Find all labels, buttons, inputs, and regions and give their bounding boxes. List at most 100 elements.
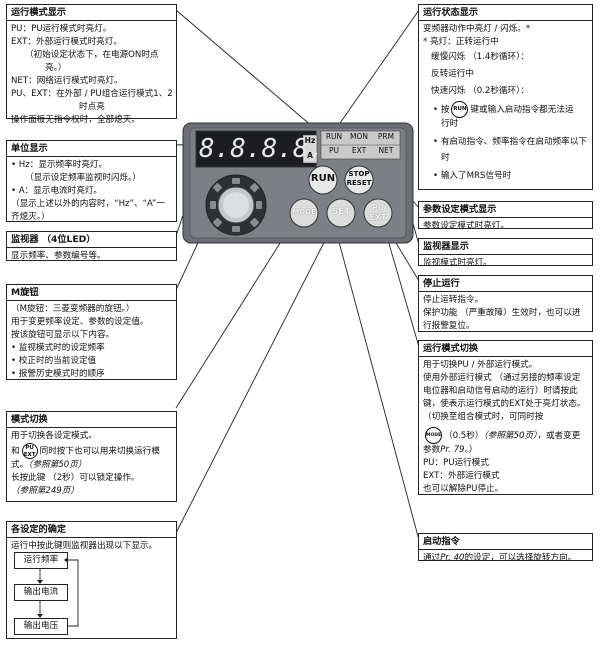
text-line: （0.5秒） (444, 431, 484, 441)
ext-label: EXT (369, 213, 387, 222)
param-reference: Pr. 79 (440, 445, 465, 455)
stop-label: STOP (348, 170, 370, 178)
text-line: 运行中按此键则监视器出现以下显示。 (11, 541, 158, 551)
text-line: （显示上述以外的内容时，“Hz”、“A”一 (11, 199, 165, 209)
text-line: 使用外部运行模式 （通过另接的频率设定 (423, 373, 581, 383)
run-button[interactable]: RUN (310, 173, 336, 184)
text-line: 时点亮 (79, 102, 105, 112)
text-line: 缓慢闪烁 （1.4秒循环）： (431, 52, 530, 62)
start-cmd-box: 启动指令 通过Pr. 40的设定，可以选择旋转方向。 (418, 533, 593, 563)
text-line: • 校正时的当前设定值 (11, 356, 97, 366)
text-line: PU：PU运行模式时亮灯。 (11, 24, 112, 34)
monitor-display-title: 监视器显示 (419, 239, 592, 255)
text-line: 用于切换PU / 外部运行模式。 (423, 360, 538, 370)
text-line: 式。 (11, 460, 29, 470)
text-line: 显示频率、参数编号等。 (11, 251, 106, 261)
op-mode-switch-title: 运行模式切换 (419, 341, 592, 357)
text-line: 按 (440, 105, 450, 115)
text-line: * 亮灯：正转运行中 (423, 37, 499, 47)
indicator-ext: EXT (351, 146, 367, 155)
text-line: 用于变更频率设定、参数的设定值。 (11, 317, 149, 327)
text-line: 反转运行中 (431, 69, 474, 79)
text-line: 也可以解除PU停止。 (423, 484, 504, 494)
text-line: 的设定，可以选择旋转方向。 (464, 553, 577, 563)
text-line: NET：网络运行模式时亮灯。 (11, 76, 123, 86)
text-line: 按该旋钮可显示以下内容。 (11, 330, 115, 340)
text-line: 和 (11, 446, 20, 457)
text-line: 有启动指令、频率指令在启动频率以下 (440, 137, 587, 147)
indicator-run: RUN (325, 132, 343, 141)
run-status-box: 运行状态显示 变频器动作中亮灯 / 闪烁。* * 亮灯：正转运行中 缓慢闪烁 （… (418, 4, 593, 190)
text-line: 输入了MRS信号时 (440, 171, 512, 181)
indicator-pu: PU (328, 146, 339, 155)
text-line: • Hz：显示频率时亮灯。 (11, 160, 108, 170)
text-line: 同时按下也可以用来切换运行模 (39, 446, 160, 457)
text-line: PU、EXT：在外部 / PU组合运行模式1、2 (11, 89, 173, 99)
page-reference: （参照第50页） (483, 431, 538, 441)
text-line: （切换至组合模式时，可同时按 (423, 412, 544, 422)
param-reference: Pr. 40 (440, 553, 465, 563)
stop-title: 停止运行 (419, 276, 592, 292)
unit-display-box: 单位显示 • Hz：显示频率时亮灯。 （显示设定频率监视时闪烁。） • A：显示… (6, 140, 177, 222)
monitor-title: 监视器 （4位LED） (7, 232, 176, 248)
indicator-net: NET (378, 146, 394, 155)
page-reference: （参照第249页） (11, 486, 79, 496)
led-display: 8.8.8.8. (199, 134, 325, 164)
confirm-title: 各设定的确定 (7, 522, 176, 538)
run-mode-display-title: 运行模式显示 (7, 5, 176, 21)
monitor-display-box: 监视器显示 监视模式时亮灯。 (418, 238, 593, 268)
text-line: 用于切换各设定模式。 (11, 431, 97, 441)
pu-label: PU (371, 203, 385, 212)
text-line: 停止运转指令。 (423, 295, 484, 305)
text-line: • 监视模式时的设定频率 (11, 343, 105, 353)
text-line: （M旋钮：三菱变频器的旋钮。） (11, 304, 135, 314)
text-line: 行报警复位。 (423, 321, 475, 331)
set-button[interactable]: SET (331, 207, 351, 217)
text-line: ，或者变更 (537, 431, 581, 441)
unit-display-title: 单位显示 (7, 141, 176, 157)
op-mode-switch-box: 运行模式切换 用于切换PU / 外部运行模式。 使用外部运行模式 （通过另接的频… (418, 340, 593, 495)
reset-label: RESET (346, 179, 372, 187)
run-key-icon: RUN (451, 101, 469, 118)
indicator-prm: PRM (377, 132, 395, 141)
text-line: （初始设定状态下，在电源ON时点 (25, 50, 159, 60)
text-line: 亮。） (45, 63, 67, 73)
m-dial-box: M旋钮 （M旋钮：三菱变频器的旋钮。） 用于变更频率设定、参数的设定值。 按该旋… (6, 284, 177, 380)
text-line: （显示设定频率监视时闪烁。） (25, 173, 142, 183)
text-line: 电位器和启动信号启动的运行）时请按此 (423, 386, 578, 396)
text-line: 参数设定模式时亮灯。 (423, 221, 509, 231)
mode-button[interactable]: MODE (292, 208, 316, 216)
unit-a: A (307, 151, 313, 160)
text-line: 保护功能 （严重故障）生效时，也可以进 (423, 308, 581, 318)
text-line: 。） (464, 445, 478, 455)
text-line: 快速闪烁 （0.2秒循环）： (431, 86, 530, 96)
monitor-box: 监视器 （4位LED） 显示频率、参数编号等。 (6, 231, 177, 261)
run-mode-display-box: 运行模式显示 PU：PU运行模式时亮灯。 EXT：外部运行模式时亮灯。 （初始设… (6, 4, 177, 125)
text-line: 通过 (423, 553, 441, 563)
text-line: • A：显示电流时亮灯。 (11, 186, 103, 196)
flow-output-voltage: 输出电压 (14, 618, 68, 635)
confirm-box: 各设定的确定 运行中按此键则监视器出现以下显示。 (6, 521, 177, 639)
m-dial-title: M旋钮 (7, 285, 176, 301)
run-status-title: 运行状态显示 (419, 5, 592, 21)
param-mode-title: 参数设定模式显示 (419, 202, 592, 218)
text-line: 监视模式时亮灯。 (423, 258, 492, 268)
flow-output-current: 输出电流 (14, 584, 68, 601)
text-line: 时 (441, 153, 450, 163)
mode-switch-title: 模式切换 (7, 412, 176, 428)
param-mode-box: 参数设定模式显示 参数设定模式时亮灯。 (418, 201, 593, 231)
text-line: 齐熄灭。） (11, 212, 50, 222)
text-line: 参数 (423, 445, 441, 455)
indicator-mon: MON (350, 132, 368, 141)
stop-box: 停止运行 停止运转指令。 保护功能 （严重故障）生效时，也可以进 行报警复位。 (418, 275, 593, 332)
text-line: PU：PU运行模式 (423, 458, 489, 468)
page-reference: （参照第50页） (28, 460, 87, 470)
text-line: • 报警历史模式时的顺序 (11, 369, 105, 379)
text-line: EXT：外部运行模式时亮灯。 (11, 37, 122, 47)
unit-hz: Hz (304, 136, 316, 145)
mode-key-icon: MODE (425, 427, 442, 444)
